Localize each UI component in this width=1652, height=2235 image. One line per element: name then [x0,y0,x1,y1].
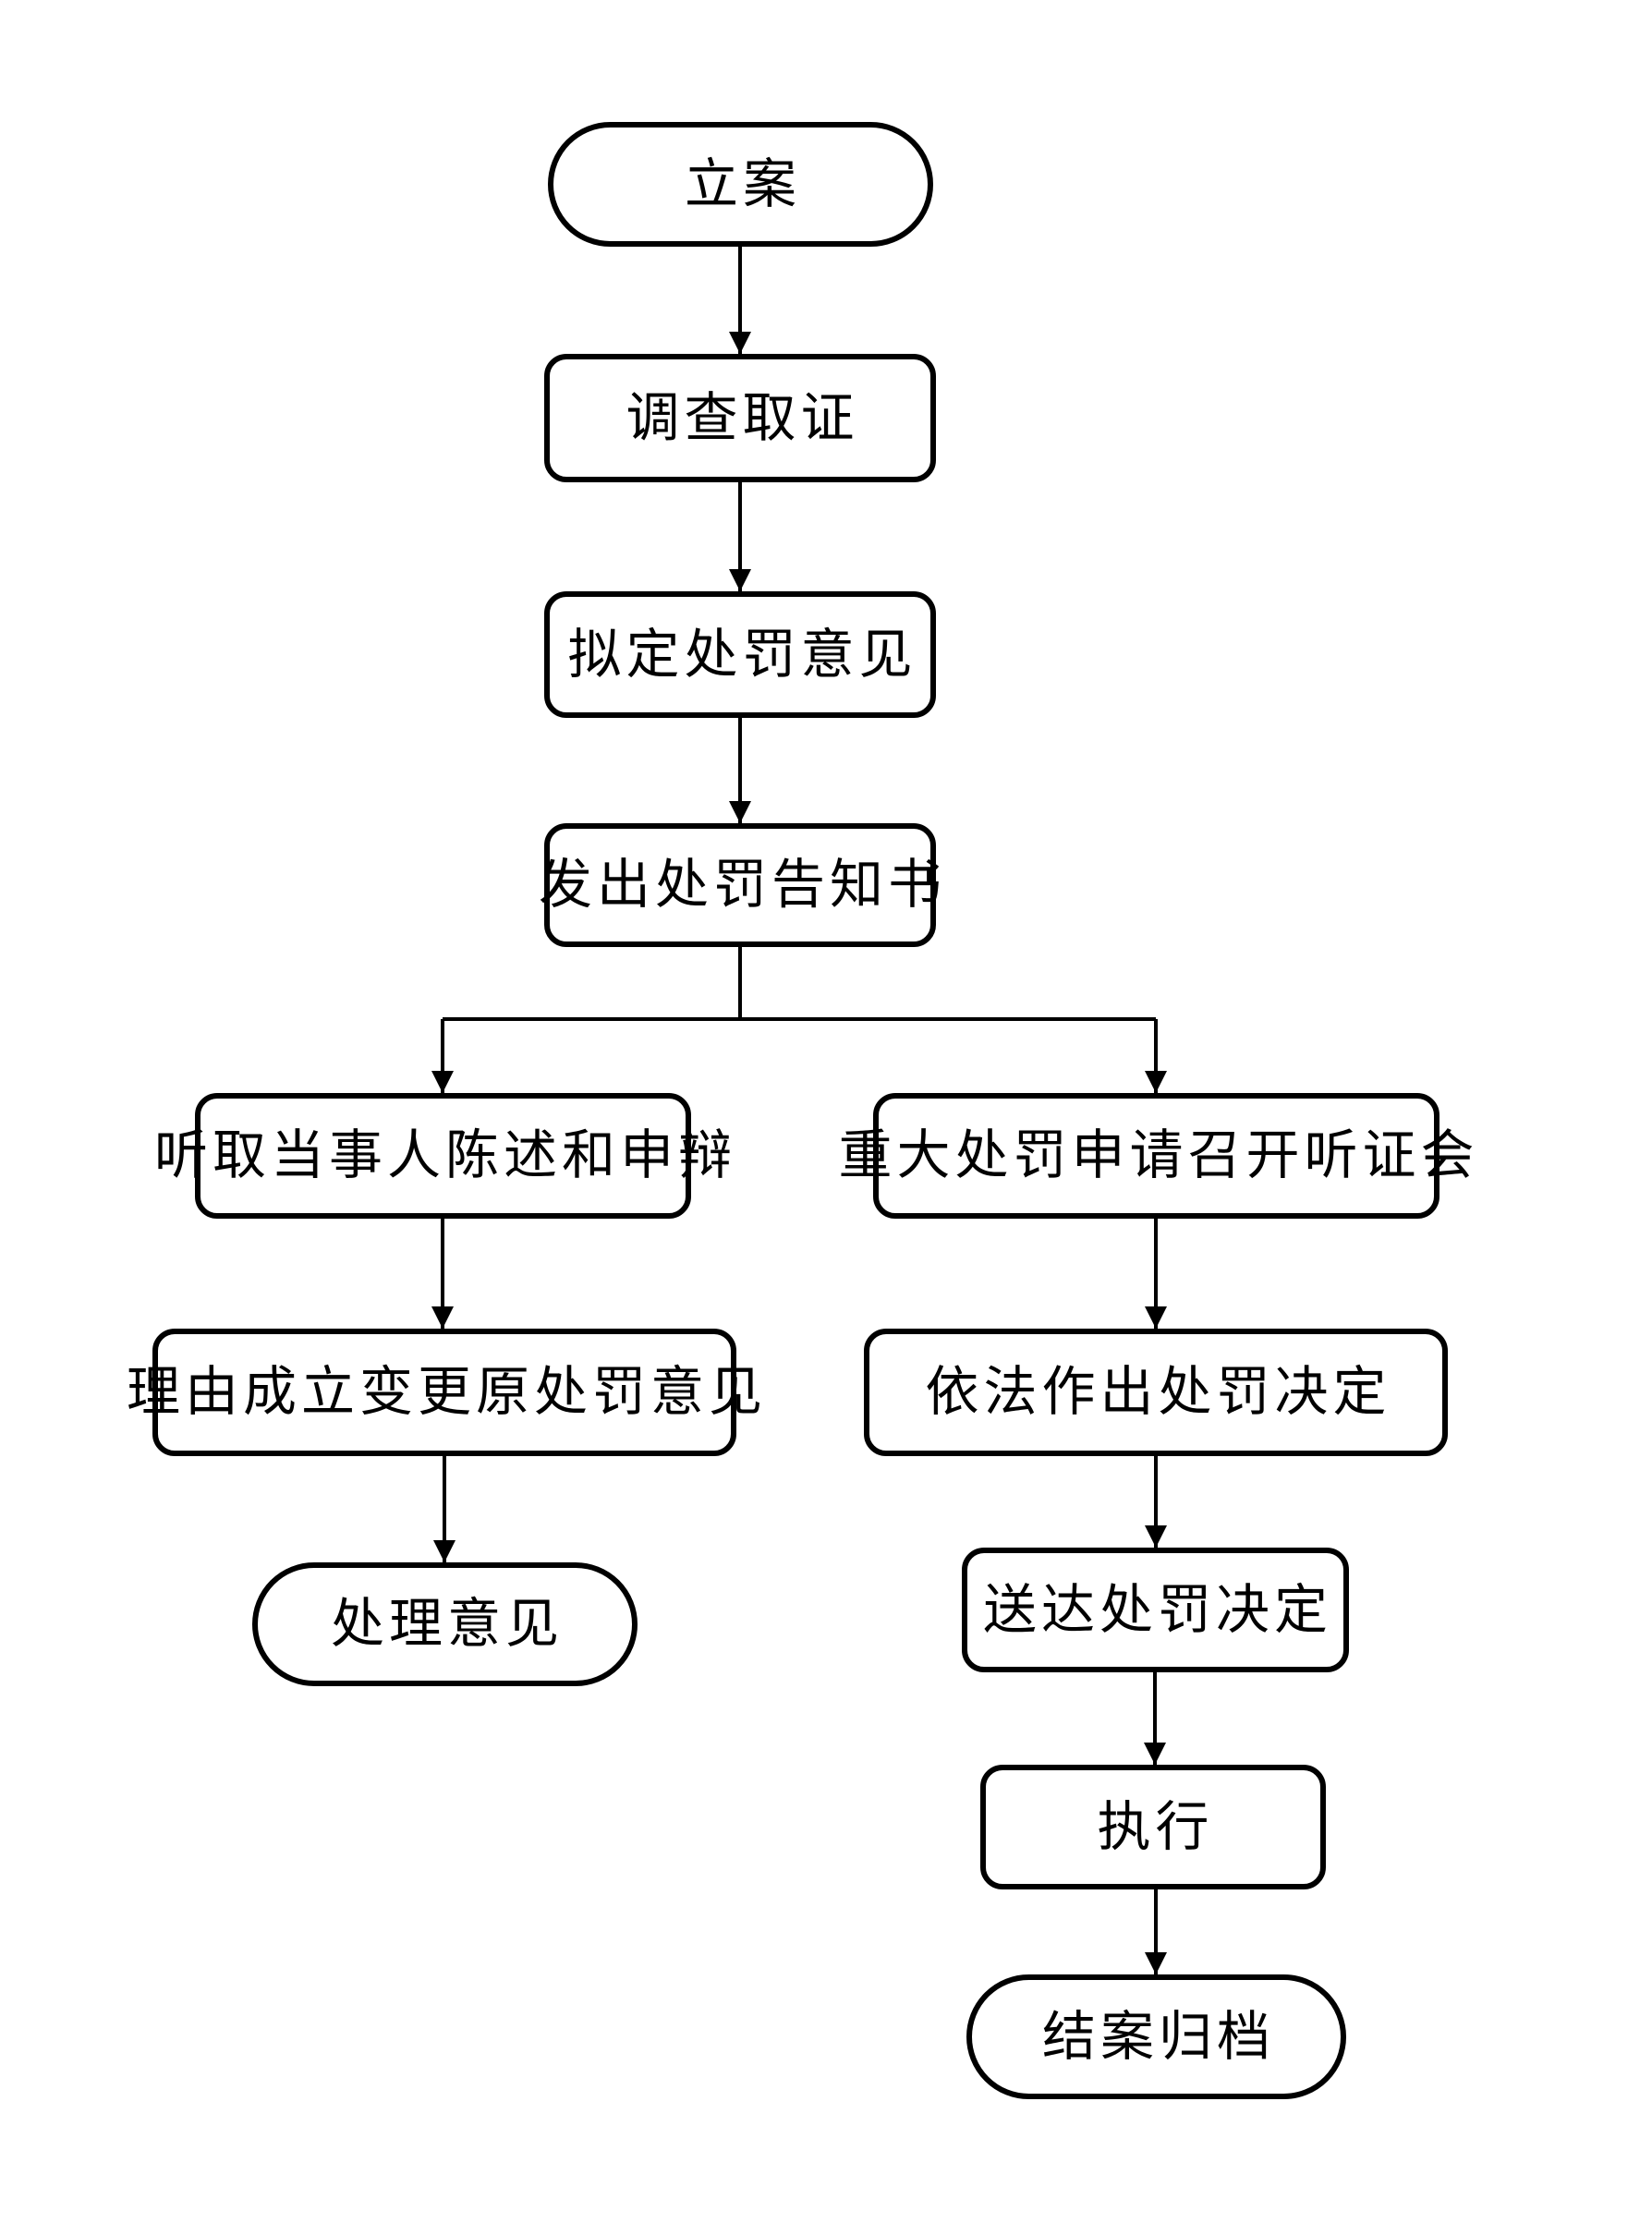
node-serve-penalty-decision-label: 送达处罚决定 [982,1579,1332,1640]
node-investigation-evidence-label: 调查取证 [626,387,859,448]
node-draft-penalty-opinion-label: 拟定处罚意见 [567,624,917,685]
node-execution: 执行 [980,1765,1326,1889]
node-case-filing-label: 立案 [684,153,801,214]
node-major-penalty-hearing-label: 重大处罚申请召开听证会 [838,1125,1479,1185]
node-serve-penalty-decision: 送达处罚决定 [962,1548,1349,1672]
node-execution-label: 执行 [1097,1796,1214,1857]
node-handling-opinion-label: 处理意见 [330,1594,564,1654]
node-case-filing: 立案 [548,122,933,247]
node-close-and-archive: 结案归档 [966,1974,1346,2099]
node-issue-penalty-notice: 发出处罚告知书 [539,823,941,947]
node-handling-opinion: 处理意见 [252,1562,638,1686]
node-hear-statement-defense: 听取当事人陈述和申辩 [154,1093,732,1219]
node-major-penalty-hearing: 重大处罚申请召开听证会 [839,1093,1475,1219]
node-hear-statement-defense-label: 听取当事人陈述和申辩 [154,1125,737,1185]
node-change-original-opinion-label: 理由成立变更原处罚意见 [127,1362,768,1422]
node-make-penalty-decision-label: 依法作出处罚决定 [925,1362,1391,1422]
node-investigation-evidence: 调查取证 [544,354,936,482]
node-change-original-opinion: 理由成立变更原处罚意见 [127,1329,762,1456]
node-close-and-archive-label: 结案归档 [1041,2006,1275,2067]
node-make-penalty-decision: 依法作出处罚决定 [864,1329,1448,1456]
node-issue-penalty-notice-label: 发出处罚告知书 [539,855,947,915]
node-draft-penalty-opinion: 拟定处罚意见 [544,591,936,718]
